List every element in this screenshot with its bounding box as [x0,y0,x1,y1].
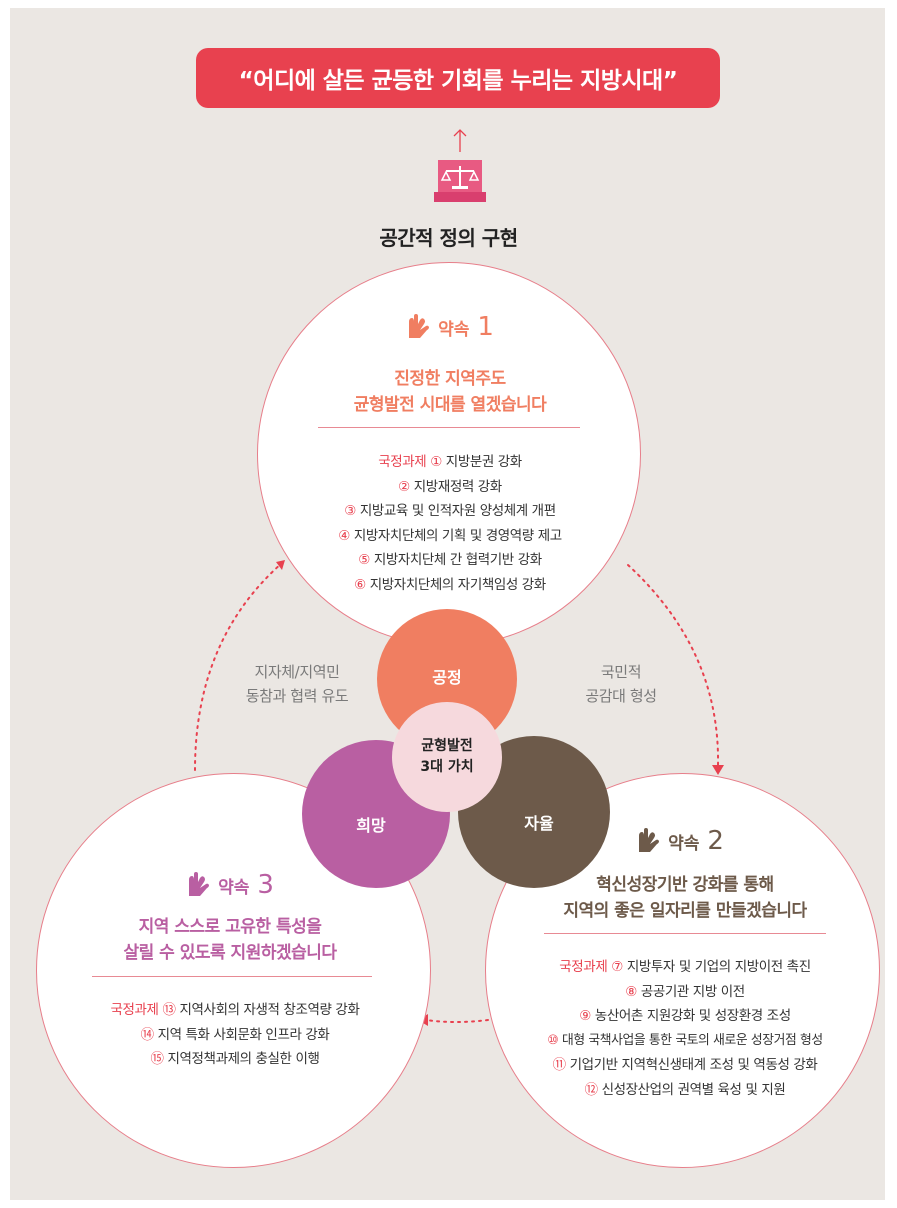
promise-3-title: 지역 스스로 고유한 특성을 살릴 수 있도록 지원하겠습니다 [80,914,380,966]
task-item: ② 지방재정력 강화 [398,478,502,495]
task-item: ⑫ 신성장산업의 권역별 육성 및 지원 [584,1081,786,1098]
task-item: ⑭ 지역 특화 사회문화 인프라 강화 [140,1026,330,1043]
hand-promise-icon [189,872,210,896]
task-item: ⑪ 기업기반 지역혁신생태계 조성 및 역동성 강화 [552,1057,818,1073]
promise-2-label: 약속 2 [560,826,800,856]
promise-1-tasks: 국정과제 ① 지방분권 강화 ② 지방재정력 강화 ③ 지방교육 및 인적자원 … [290,450,610,597]
promise-1-title: 진정한 지역주도 균형발전 시대를 열겠습니다 [300,366,600,418]
hand-promise-icon [639,828,660,852]
scales-of-justice-icon [434,129,486,202]
task-item: ③ 지방교육 및 인적자원 양성체계 개편 [344,503,556,519]
promise-3-title-line2: 살릴 수 있도록 지원하겠습니다 [123,943,337,963]
task-item: ⑩ 대형 국책사업을 통한 국토의 새로운 성장거점 형성 [547,1032,823,1048]
task-item: 국정과제 ⑬ 지역사회의 자생적 창조역량 강화 [110,1002,360,1018]
promise-1-divider [318,427,580,428]
task-item: ⑨ 농산어촌 지원강화 및 성장환경 조성 [579,1008,791,1024]
promise-2-divider [544,933,826,934]
promise-2-title-line2: 지역의 좋은 일자리를 만들겠습니다 [563,901,807,921]
promise-3-divider [92,976,372,977]
task-item: ④ 지방자치단체의 기획 및 경영역량 제고 [338,527,562,544]
task-item: ⑤ 지방자치단체 간 협력기반 강화 [358,552,542,568]
promise-3-tasks: 국정과제 ⑬ 지역사회의 자생적 창조역량 강화 ⑭ 지역 특화 사회문화 인프… [70,998,400,1072]
task-item: 국정과제 ⑦ 지방투자 및 기업의 지방이전 촉진 [559,959,811,975]
promise-2-word: 약속 [668,833,700,854]
promise-3-word: 약속 [218,877,250,898]
promise-1-title-line2: 균형발전 시대를 열겠습니다 [353,395,547,415]
task-item: ⑥ 지방자치단체의 자기책임성 강화 [354,576,546,593]
promise-2-title-line1: 혁신성장기반 강화를 통해 [596,875,774,895]
promise-1-word: 약속 [438,319,470,340]
promise-1-number: 1 [477,312,494,342]
task-item: 국정과제 ① 지방분권 강화 [378,454,522,470]
task-item: ⑧ 공공기관 지방 이전 [625,983,745,1000]
promise-3-label: 약속 3 [110,870,350,900]
promise-3-number: 3 [257,870,274,900]
slogan-text: “어디에 살든 균등한 기회를 누리는 지방시대” [238,68,678,94]
hand-promise-icon [409,314,430,338]
promise-2-title: 혁신성장기반 강화를 통해 지역의 좋은 일자리를 만들겠습니다 [520,872,850,924]
promise-1-title-line1: 진정한 지역주도 [394,369,506,389]
promise-2-number: 2 [707,826,724,856]
task-item: ⑮ 지역정책과제의 충실한 이행 [150,1051,320,1067]
promise-2-tasks: 국정과제 ⑦ 지방투자 및 기업의 지방이전 촉진 ⑧ 공공기관 지방 이전 ⑨… [495,955,875,1102]
page-heading: 공간적 정의 구현 [379,226,518,250]
promise-1-label: 약속 1 [300,312,600,342]
promise-3-title-line1: 지역 스스로 고유한 특성을 [138,917,322,937]
slogan-banner: “어디에 살든 균등한 기회를 누리는 지방시대” [196,48,720,108]
